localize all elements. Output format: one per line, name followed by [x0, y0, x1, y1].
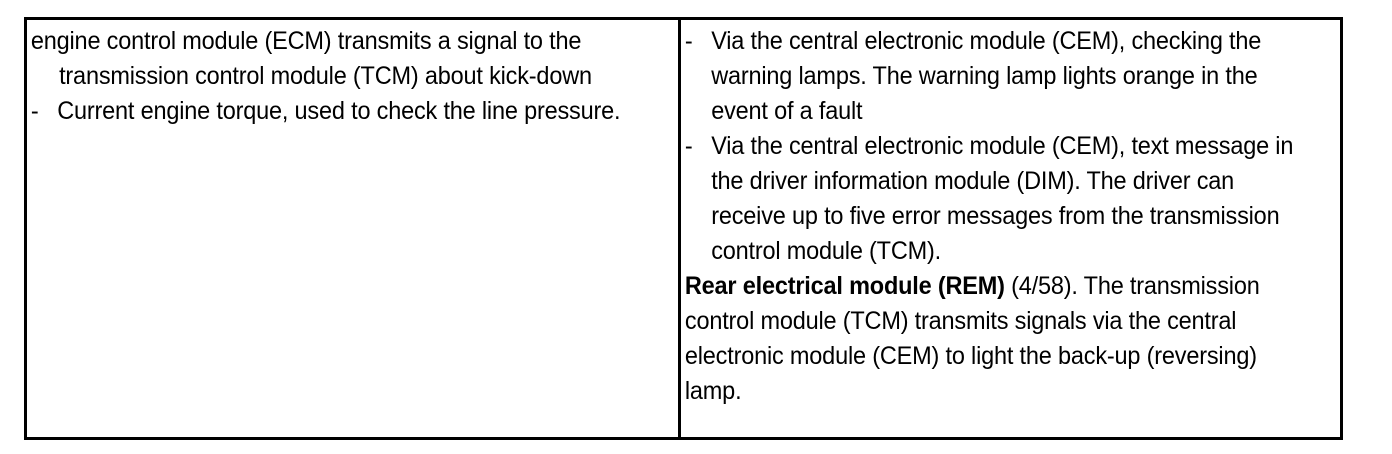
- left-bullet-text: Current engine torque, used to check the…: [57, 97, 621, 125]
- left-bullet-item: - Current engine torque, used to check t…: [29, 94, 637, 129]
- rem-paragraph-body: (4/58). The transmission control module …: [684, 272, 1260, 405]
- two-column-table: engine control module (ECM) transmits a …: [24, 17, 1343, 440]
- right-bullet-text-1: Via the central electronic module (CEM),…: [710, 27, 1261, 125]
- left-column-content: engine control module (ECM) transmits a …: [27, 20, 678, 129]
- rem-paragraph: Rear electrical module (REM) (4/58). The…: [683, 269, 1299, 409]
- table-cell-right: - Via the central electronic module (CEM…: [681, 20, 1340, 437]
- hyphen-bullet-icon: -: [684, 132, 693, 160]
- right-bullet-item-2: - Via the central electronic module (CEM…: [683, 129, 1299, 269]
- right-column-content: - Via the central electronic module (CEM…: [681, 20, 1340, 409]
- right-bullet-item-1: - Via the central electronic module (CEM…: [683, 24, 1299, 129]
- hyphen-bullet-icon: -: [30, 97, 39, 125]
- hyphen-bullet-icon: -: [684, 27, 693, 55]
- left-continuation-paragraph: engine control module (ECM) transmits a …: [30, 27, 592, 90]
- table-cell-left: engine control module (ECM) transmits a …: [27, 20, 681, 437]
- rem-paragraph-lead: Rear electrical module (REM): [684, 272, 1005, 300]
- right-bullet-text-2: Via the central electronic module (CEM),…: [710, 132, 1293, 265]
